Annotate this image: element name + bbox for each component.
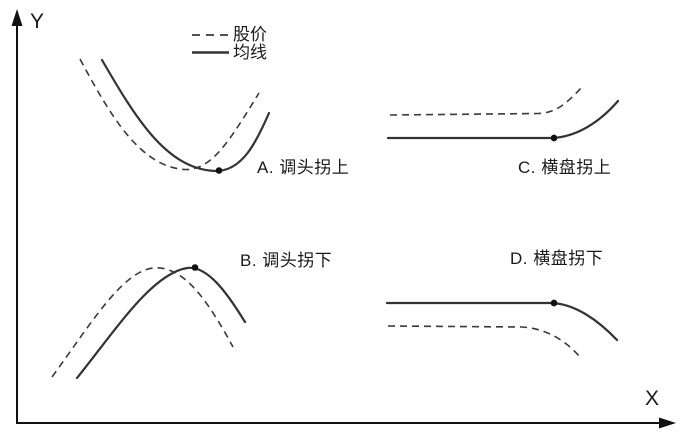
panel-c-ma-curve <box>386 99 620 140</box>
panel-a-turning-point-dot <box>215 167 223 174</box>
panel-d-ma-curve <box>385 301 619 342</box>
panel-b-ma-curve <box>75 266 247 380</box>
panel-d-price-curve <box>387 325 581 358</box>
x-axis-arrowhead <box>659 417 676 429</box>
panel-c-turning-point-dot <box>550 134 558 142</box>
panel-b-turning-point-dot <box>191 264 199 271</box>
panel-b-caption: B. 调头拐下 <box>240 251 333 270</box>
x-axis-label: X <box>645 387 660 410</box>
panel-a-caption: A. 调头拐上 <box>257 158 350 177</box>
y-axis-label: Y <box>30 10 45 33</box>
panel-a-ma-curve <box>100 58 271 173</box>
panel-c-caption: C. 横盘拐上 <box>518 158 612 177</box>
y-axis-arrowhead <box>11 9 23 26</box>
panel-c-price-curve <box>389 86 583 116</box>
legend-price-label: 股价 <box>233 25 267 44</box>
panel-d-caption: D. 横盘拐下 <box>510 249 604 268</box>
panel-b-price-curve <box>51 267 234 378</box>
legend-ma-label: 均线 <box>233 43 267 62</box>
panel-a-price-curve <box>79 58 260 171</box>
panel-d-turning-point-dot <box>550 299 558 307</box>
